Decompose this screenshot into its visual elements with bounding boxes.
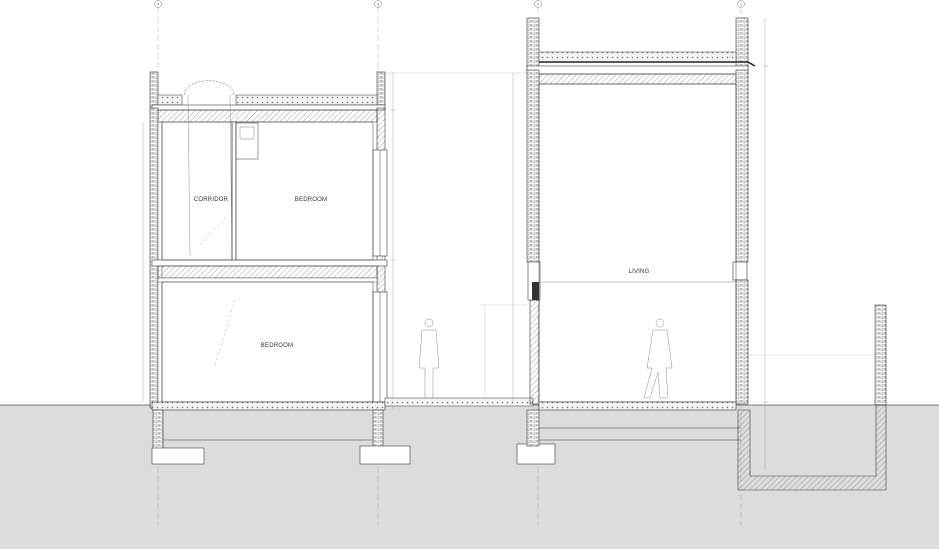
ground-floor-ceiling <box>157 277 378 283</box>
left-exterior-wall <box>149 107 159 409</box>
foundation-footing <box>516 443 556 465</box>
upper-ceiling <box>157 109 378 123</box>
foundation-wall <box>526 409 540 447</box>
ground-floor-slab <box>151 401 386 411</box>
room-label-bedroom-upper: BEDROOM <box>295 197 327 203</box>
right-parapet <box>376 71 386 109</box>
grid-marker-label: 2 <box>537 2 540 7</box>
dimension-marks <box>142 72 396 410</box>
wardrobe-unit <box>235 122 259 160</box>
right-wall-bracket <box>732 261 748 281</box>
roof-insulation <box>538 51 737 63</box>
first-floor-joists <box>157 265 378 279</box>
courtyard-link <box>384 72 556 465</box>
living-room-outline <box>538 83 737 403</box>
door-swing <box>199 214 229 246</box>
foundation-footing <box>359 445 411 465</box>
grid-marker-label: 1 <box>740 2 743 7</box>
upper-roof-insulation <box>235 94 378 106</box>
grid-marker-label: 4 <box>157 2 160 7</box>
door-swing <box>214 299 236 366</box>
right-building-block: LIVING <box>512 17 887 491</box>
left-parapet <box>149 71 159 109</box>
left-lower-wall <box>529 299 540 405</box>
left-parapet <box>526 17 540 71</box>
foundation-wall <box>372 409 384 451</box>
grid-marker-circle <box>737 0 745 8</box>
right-lower-wall <box>735 279 749 405</box>
grid-marker-circle <box>534 0 542 8</box>
courtyard-floor <box>384 397 534 407</box>
dimension-marks <box>512 18 768 470</box>
ground-floor-slab <box>538 401 737 411</box>
right-exterior-wall <box>735 69 749 263</box>
skylight-shaft <box>187 94 191 256</box>
roof-slab <box>526 65 749 75</box>
grid-marker-label: 3 <box>377 2 380 7</box>
garden-wall <box>874 304 887 406</box>
first-floor-slab <box>151 259 388 267</box>
human-figure-scale <box>643 318 673 399</box>
left-exterior-wall <box>526 69 540 263</box>
skylight-dome <box>183 80 235 96</box>
ceiling-joists <box>538 73 737 85</box>
left-building-block: CORRIDOR BEDROOM BEDROOM <box>142 71 411 465</box>
room-label-living: LIVING <box>629 269 650 275</box>
human-figure-scale <box>418 318 440 399</box>
upper-partition-wall <box>231 121 237 261</box>
roof-membrane <box>539 61 756 67</box>
room-label-corridor: CORRIDOR <box>194 197 229 203</box>
upper-roof-insulation <box>157 94 183 106</box>
skylight-shaft <box>229 94 233 256</box>
grid-marker-circle <box>154 0 162 8</box>
upper-roof-slab <box>151 104 386 111</box>
grid-marker-group: 4 3 2 1 <box>154 0 745 8</box>
foundation-wall <box>152 409 164 451</box>
foundation-footing <box>151 447 205 465</box>
room-label-bedroom-lower: BEDROOM <box>261 343 293 349</box>
grid-marker-circle <box>374 0 382 8</box>
